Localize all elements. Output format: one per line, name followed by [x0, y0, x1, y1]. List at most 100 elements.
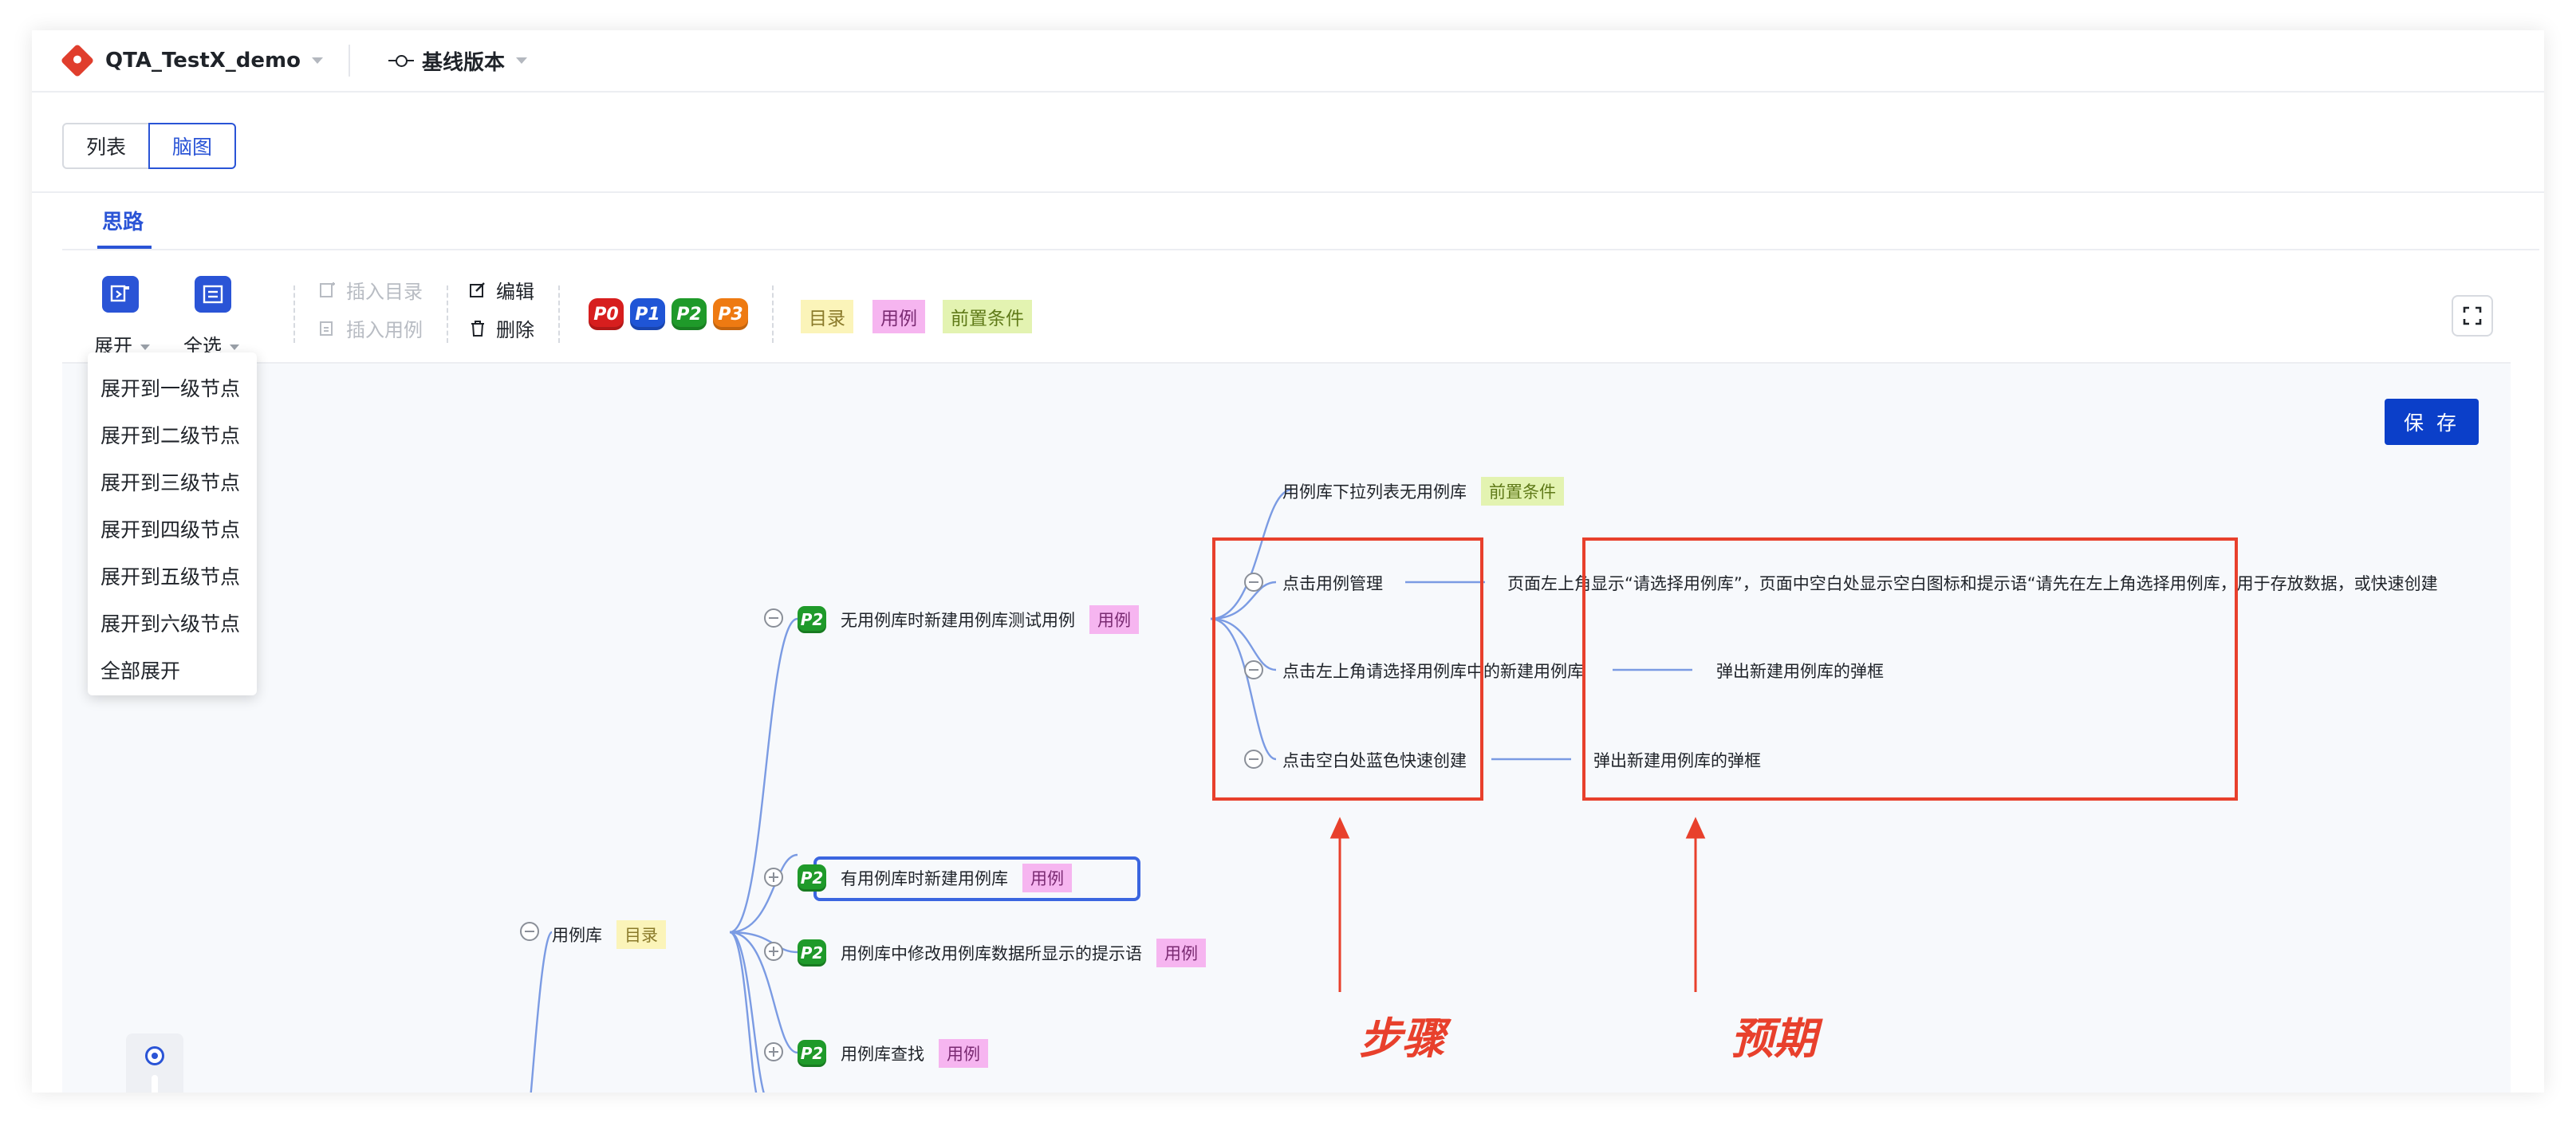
priority-p3-button[interactable]: P3	[713, 298, 748, 330]
version-selector[interactable]: 基线版本	[388, 46, 528, 76]
view-toggle: 列表 脑图	[62, 123, 237, 169]
node-label: 有用例库时新建用例库	[841, 869, 1008, 888]
divider	[772, 285, 774, 343]
node-label: 弹出新建用例库的弹框	[1593, 751, 1761, 770]
edit-button[interactable]: 编辑	[469, 276, 534, 304]
node-label: 点击空白处蓝色快速创建	[1282, 751, 1467, 770]
tag-precondition-button[interactable]: 前置条件	[943, 300, 1032, 333]
app-window: QTA_TestX_demo 基线版本 列表 脑图 思路 展开	[32, 30, 2544, 1093]
priority-p1-button[interactable]: P1	[630, 298, 665, 330]
priority-p2-button[interactable]: P2	[672, 298, 707, 330]
node-tag: 前置条件	[1481, 477, 1564, 506]
mindmap-canvas[interactable]	[62, 364, 2511, 1093]
node-label: 用例库中修改用例库数据所显示的提示语	[841, 944, 1142, 963]
expand-toggle[interactable]	[764, 1042, 783, 1061]
menu-item-expand-level-6[interactable]: 展开到六级节点	[100, 612, 241, 636]
zoom-control[interactable]	[126, 1033, 183, 1093]
divider	[558, 285, 560, 343]
expand-button[interactable]	[102, 276, 139, 313]
divider	[32, 191, 2544, 193]
expected-annotation: 预期	[1731, 1014, 1817, 1064]
menu-item-expand-level-5[interactable]: 展开到五级节点	[100, 565, 241, 589]
divider	[293, 285, 295, 343]
version-label: 基线版本	[422, 50, 506, 75]
steps-highlight-box	[1212, 537, 1483, 801]
collapse-toggle[interactable]	[764, 608, 783, 628]
tab-thinking[interactable]: 思路	[102, 211, 144, 234]
node-tag: 用例	[1022, 864, 1072, 892]
step-node[interactable]: 点击空白处蓝色快速创建	[1282, 748, 1467, 772]
step-node[interactable]: 点击用例管理	[1282, 571, 1383, 595]
tag-case-button[interactable]: 用例	[872, 300, 925, 333]
mindmap-node[interactable]: P2 无用例库时新建用例库测试用例 用例	[798, 605, 1139, 634]
commit-icon	[388, 54, 415, 67]
mindmap-node[interactable]: P2 用例库中修改用例库数据所显示的提示语 用例	[798, 939, 1206, 967]
priority-badge: P2	[798, 1040, 826, 1067]
save-button[interactable]: 保 存	[2385, 399, 2479, 445]
chevron-down-icon	[140, 344, 150, 350]
expand-toggle[interactable]	[764, 942, 783, 961]
select-all-button[interactable]	[195, 276, 231, 313]
insert-case-icon	[319, 320, 337, 337]
mindmap-node[interactable]: P2 用例库查找 用例	[798, 1039, 988, 1068]
mindmap-toolbar: 展开 全选 插入目录 插入用例	[62, 258, 2511, 364]
menu-item-expand-level-1[interactable]: 展开到一级节点	[100, 376, 241, 400]
chevron-down-icon	[230, 344, 239, 350]
project-name: QTA_TestX_demo	[105, 49, 301, 73]
node-label: 页面左上角显示“请选择用例库”，页面中空白处显示空白图标和提示语“请先在左上角选…	[1507, 574, 2438, 593]
mindmap-node-selected[interactable]: P2 有用例库时新建用例库 用例	[798, 864, 1072, 892]
node-tag: 用例	[939, 1039, 988, 1068]
expected-node[interactable]: 页面左上角显示“请选择用例库”，页面中空白处显示空白图标和提示语“请先在左上角选…	[1507, 571, 2438, 595]
step-node[interactable]: 点击左上角请选择用例库中的新建用例库	[1282, 659, 1584, 683]
priority-badge: P2	[798, 939, 826, 967]
delete-button[interactable]: 删除	[469, 314, 534, 342]
steps-annotation: 步骤	[1359, 1014, 1445, 1064]
fullscreen-button[interactable]	[2452, 295, 2493, 337]
node-label: 用例库查找	[841, 1045, 924, 1064]
node-tag: 用例	[1156, 939, 1206, 967]
expected-node[interactable]: 弹出新建用例库的弹框	[1593, 748, 1761, 772]
mindmap-root-node[interactable]: 用例库 目录	[552, 920, 666, 949]
node-tag: 用例	[1089, 605, 1139, 634]
precondition-node[interactable]: 用例库下拉列表无用例库 前置条件	[1282, 477, 1564, 506]
collapse-toggle[interactable]	[1244, 660, 1263, 679]
expand-toggle[interactable]	[764, 868, 783, 887]
fullscreen-icon	[2463, 306, 2482, 325]
edit-icon	[469, 282, 486, 299]
priority-badge: P2	[798, 864, 826, 892]
divider	[349, 45, 351, 77]
collapse-toggle[interactable]	[1244, 573, 1263, 592]
priority-badge: P2	[798, 606, 826, 633]
insert-case-button[interactable]: 插入用例	[319, 314, 423, 342]
menu-item-expand-level-4[interactable]: 展开到四级节点	[100, 518, 241, 541]
divider	[447, 285, 448, 343]
node-label: 无用例库时新建用例库测试用例	[841, 611, 1075, 630]
menu-item-expand-all[interactable]: 全部展开	[100, 659, 181, 683]
zoom-slider[interactable]	[152, 1075, 158, 1093]
tag-directory-button[interactable]: 目录	[801, 300, 853, 333]
trash-icon	[469, 320, 486, 337]
chevron-down-icon	[516, 57, 528, 64]
mindmap-connectors	[530, 488, 1706, 1093]
node-label: 点击用例管理	[1282, 574, 1383, 593]
collapse-toggle[interactable]	[520, 922, 539, 941]
insert-directory-label: 插入目录	[346, 281, 423, 303]
menu-item-expand-level-3[interactable]: 展开到三级节点	[100, 470, 241, 494]
node-label: 用例库下拉列表无用例库	[1282, 482, 1467, 502]
locate-icon[interactable]	[145, 1046, 164, 1065]
mindmap-view-button[interactable]: 脑图	[148, 123, 237, 169]
expand-icon	[110, 285, 129, 302]
collapse-toggle[interactable]	[1244, 750, 1263, 769]
list-view-button[interactable]: 列表	[62, 123, 151, 169]
project-selector[interactable]: QTA_TestX_demo	[105, 49, 324, 73]
insert-case-label: 插入用例	[346, 319, 423, 341]
insert-directory-button[interactable]: 插入目录	[319, 276, 423, 304]
priority-p0-button[interactable]: P0	[589, 298, 624, 330]
expected-node[interactable]: 弹出新建用例库的弹框	[1716, 659, 1884, 683]
expected-highlight-box	[1582, 537, 2238, 801]
top-bar: QTA_TestX_demo 基线版本	[32, 30, 2544, 93]
chevron-down-icon	[312, 57, 324, 64]
delete-label: 删除	[496, 319, 534, 341]
menu-item-expand-level-2[interactable]: 展开到二级节点	[100, 423, 241, 447]
node-tag: 目录	[616, 920, 666, 949]
